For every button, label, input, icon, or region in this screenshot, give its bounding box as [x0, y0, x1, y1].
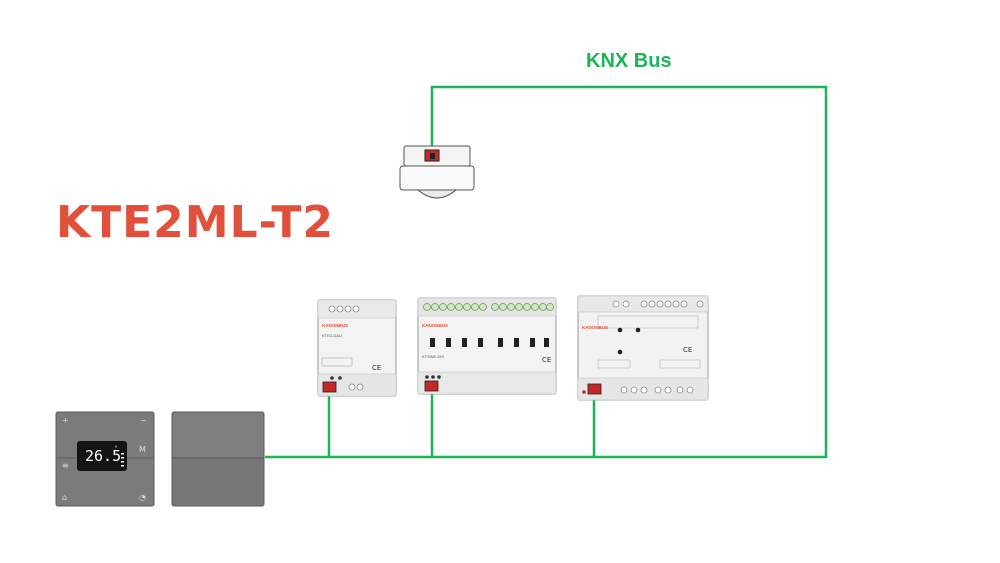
controller-brand: KANONBUS [582, 325, 608, 330]
push-button-panel [171, 411, 265, 507]
push-button-upper[interactable] [173, 413, 263, 457]
dali-model: KTE2-DALI [322, 333, 342, 338]
controller-ce-mark: CE [683, 346, 692, 354]
controller-module: KANONBUS CE [577, 295, 709, 401]
thermostat-panel: 26.5 ° + − ≡ M ⌂ ◔ [55, 411, 155, 507]
thermostat-unit: ° [115, 446, 118, 452]
actuator-model: KTSW8.16S [422, 354, 444, 359]
dali-brand: KANONBUS [322, 323, 348, 328]
thermostat-home-button[interactable]: ⌂ [62, 493, 67, 502]
dali-gateway-module: KANONBUS KTE2-DALI CE [317, 299, 397, 397]
dali-bus-terminal [322, 381, 337, 393]
thermostat-display [77, 441, 127, 471]
knx-bus-wiring [265, 85, 828, 459]
thermostat-menu-button[interactable]: ≡ [62, 461, 69, 470]
switch-actuator-module: KANONBUS KTSW8.16S CE [417, 297, 557, 395]
knx-bus-label: KNX Bus [586, 50, 672, 72]
thermostat-power-button[interactable]: ◔ [139, 493, 146, 502]
actuator-brand: KANONBUS [422, 323, 448, 328]
thermostat-level-bars [121, 453, 124, 467]
bus-line-main [265, 85, 828, 459]
thermostat-plus-button[interactable]: + [62, 416, 69, 425]
presence-sensor [399, 145, 475, 199]
actuator-ce-mark: CE [542, 356, 551, 364]
thermostat-temperature: 26.5 [85, 447, 121, 465]
push-button-lower[interactable] [173, 459, 263, 505]
actuator-bus-terminal [424, 380, 439, 392]
thermostat-minus-button[interactable]: − [140, 416, 147, 425]
thermostat-mode-button[interactable]: M [139, 445, 146, 454]
dali-ce-mark: CE [372, 364, 381, 372]
controller-bus-terminal [587, 383, 602, 395]
page-title: KTE2ML-T2 [56, 197, 335, 248]
